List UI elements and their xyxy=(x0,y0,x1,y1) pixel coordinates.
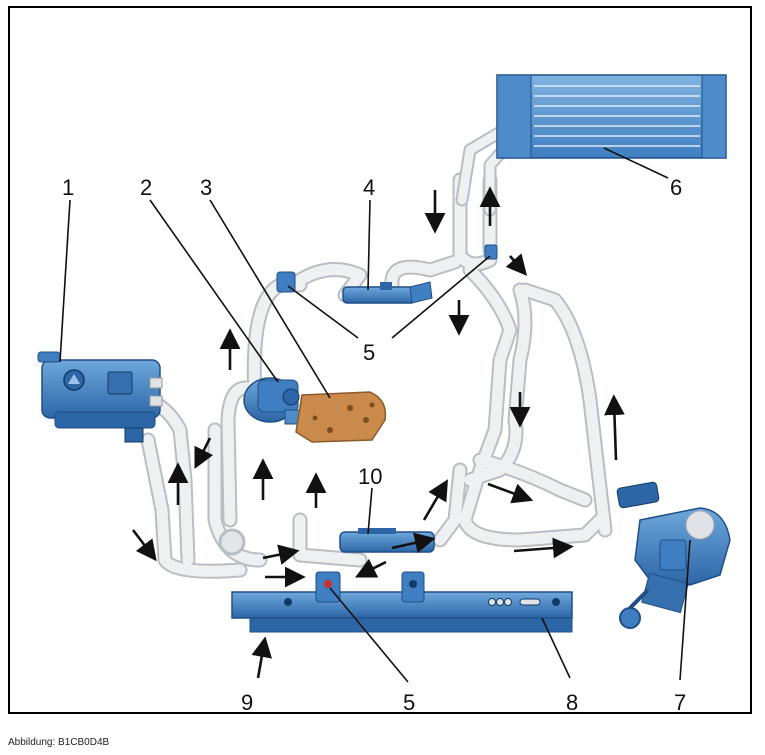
valve-4 xyxy=(342,281,433,304)
leader-line-6 xyxy=(603,147,669,179)
callout-6: 6 xyxy=(670,175,682,200)
figure-caption: Abbildung: B1CB0D4B xyxy=(8,737,110,748)
flow-arrow xyxy=(131,529,157,562)
leader-line-10 xyxy=(367,487,373,535)
connector-5-right xyxy=(484,244,498,260)
oil-cooler xyxy=(339,528,435,553)
flow-arrow xyxy=(487,482,534,504)
callout-4: 4 xyxy=(363,175,375,200)
hose-network xyxy=(140,118,613,579)
leader-lines xyxy=(59,147,691,683)
callout-9: 9 xyxy=(241,690,253,715)
leader-line-4 xyxy=(367,199,371,291)
orange-module xyxy=(295,391,387,443)
flow-arrow xyxy=(391,532,436,553)
coolant-pump xyxy=(243,377,308,425)
leader-line-7 xyxy=(679,539,691,681)
leader-line-5c xyxy=(329,587,409,683)
callout-7: 7 xyxy=(674,690,686,715)
auxiliary-unit xyxy=(616,481,731,629)
flow-arrow xyxy=(505,253,528,276)
callout-10: 10 xyxy=(358,464,382,489)
leader-line-1 xyxy=(59,199,71,363)
expansion-tank xyxy=(37,351,163,443)
flow-arrow xyxy=(604,394,625,461)
callout-8: 8 xyxy=(566,690,578,715)
flow-arrow xyxy=(422,479,448,521)
callout-2: 2 xyxy=(140,175,152,200)
flow-arrow xyxy=(262,544,300,565)
radiator xyxy=(496,74,727,159)
callout-3: 3 xyxy=(200,175,212,200)
flow-arrow xyxy=(194,437,214,469)
callout-labels: 1 2 3 4 5 5 6 7 8 9 5 10 xyxy=(62,175,686,715)
flow-arrow xyxy=(251,636,272,679)
leader-line-8 xyxy=(541,617,571,679)
leader-line-5a xyxy=(287,285,359,339)
flow-arrows xyxy=(131,186,625,679)
leader-line-5b xyxy=(391,255,491,339)
callout-5a: 5 xyxy=(363,340,375,365)
callout-5c: 5 xyxy=(403,690,415,715)
flow-arrow xyxy=(355,558,387,578)
leader-line-2 xyxy=(149,199,279,383)
flow-arrow xyxy=(513,537,574,559)
callout-1: 1 xyxy=(62,175,74,200)
bracket-5-lower xyxy=(315,571,425,603)
leader-line-3 xyxy=(209,199,331,399)
